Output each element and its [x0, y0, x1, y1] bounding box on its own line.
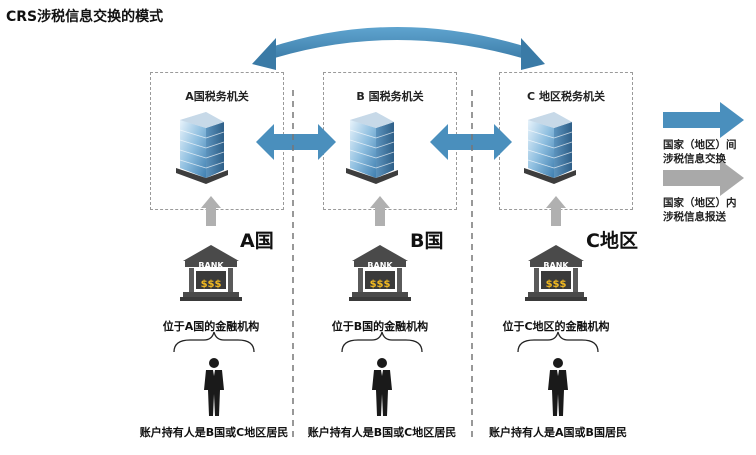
- legend-exchange-arrow: [663, 102, 744, 138]
- exchange-arrow-bc: [430, 124, 512, 160]
- legend-report-line1: 国家（地区）内: [663, 197, 737, 209]
- holder-label-c: 账户持有人是A国或B国居民: [489, 426, 627, 439]
- bank-label-a: 位于A国的金融机构: [162, 320, 260, 333]
- arch-arrow-head-right: [521, 38, 545, 70]
- page-title: CRS涉税信息交换的模式: [6, 9, 164, 25]
- legend-exchange-text: 国家（地区）间 涉税信息交换: [663, 138, 737, 166]
- report-arrow-a: [201, 196, 221, 226]
- bank-sign-a: BANK: [198, 261, 224, 270]
- account-holder-c-icon: [548, 358, 568, 416]
- legend-report-arrow: [663, 160, 744, 196]
- tax-building-c-icon: [523, 111, 577, 185]
- legend-exchange-line1: 国家（地区）间: [663, 139, 737, 151]
- country-label-b: B国: [410, 230, 444, 252]
- legend-report-text: 国家（地区）内 涉税信息报送: [663, 196, 737, 224]
- brace-b: [341, 331, 423, 353]
- holder-label-b: 账户持有人是B国或C地区居民: [307, 426, 457, 439]
- brace-c: [517, 331, 599, 353]
- bank-sign-b: BANK: [367, 261, 393, 270]
- report-arrow-b: [370, 196, 390, 226]
- bank-label-c: 位于C地区的金融机构: [502, 320, 610, 333]
- exchange-arrow-ab: [256, 124, 336, 160]
- authority-label-a: A国税务机关: [185, 90, 249, 103]
- tax-building-b-icon: [345, 111, 399, 185]
- bank-money-b: $$$: [370, 279, 391, 290]
- arch-arrow-head-left: [252, 38, 276, 70]
- report-arrow-c: [546, 196, 566, 226]
- holder-label-a: 账户持有人是B国或C地区居民: [139, 426, 289, 439]
- legend-report-line2: 涉税信息报送: [663, 211, 726, 223]
- bank-money-a: $$$: [201, 279, 222, 290]
- exchange-arch-arrow: [262, 27, 535, 62]
- account-holder-a-icon: [204, 358, 224, 416]
- bank-sign-c: BANK: [543, 261, 569, 270]
- bank-label-b: 位于B国的金融机构: [331, 320, 429, 333]
- brace-a: [173, 331, 255, 353]
- country-label-c: C地区: [586, 230, 638, 252]
- bank-c-icon: [525, 245, 587, 301]
- bank-money-c: $$$: [546, 279, 567, 290]
- bank-b-icon: [349, 245, 411, 301]
- authority-label-b: B 国税务机关: [356, 90, 424, 103]
- country-label-a: A国: [240, 230, 274, 252]
- account-holder-b-icon: [372, 358, 392, 416]
- legend-exchange-line2: 涉税信息交换: [663, 153, 726, 165]
- bank-a-icon: [180, 245, 242, 301]
- tax-building-a-icon: [175, 111, 229, 185]
- authority-label-c: C 地区税务机关: [527, 90, 605, 103]
